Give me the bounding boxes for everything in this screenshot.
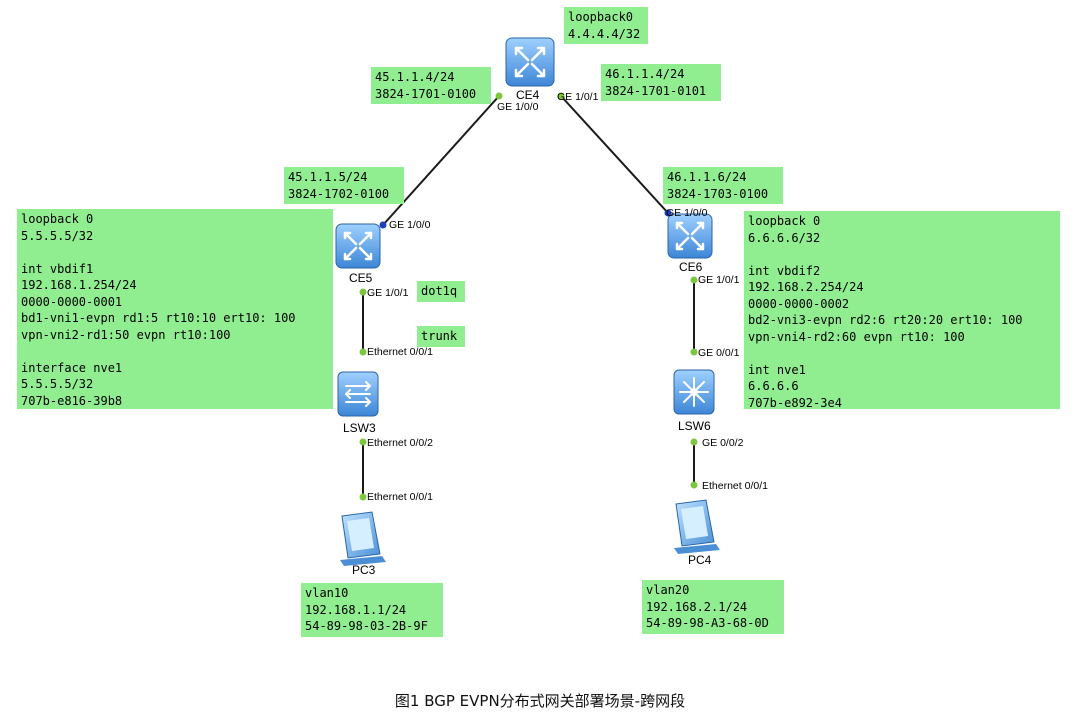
device-label-ce6: CE6 [679, 260, 703, 274]
device-label-pc4: PC4 [688, 553, 712, 567]
link-ce4-ce6 [560, 95, 669, 214]
note-line [748, 345, 1056, 362]
note-line: int vbdif1 [21, 261, 94, 276]
port-dot-lsw3-eth002 [359, 438, 367, 446]
note-pc4-info: vlan20 192.168.2.1/24 54-89-98-A3-68-0D [642, 580, 784, 634]
note-ce5-config: loopback 0 5.5.5.5/32 int vbdif1 192.168… [17, 209, 333, 409]
figure-caption: 图1 BGP EVPN分布式网关部署场景-跨网段 [394, 692, 686, 710]
note-trunk: trunk [417, 326, 465, 347]
port-dot-lsw6-ge002 [690, 438, 698, 446]
port-dot-ce6-ge101 [690, 276, 698, 284]
note-line: dot1q [421, 284, 458, 298]
port-dot-lsw6-ge001 [690, 348, 698, 356]
note-line: 5.5.5.5/32 [21, 377, 94, 391]
note-line: bd2-vni3-evpn rd2:6 rt20:20 ert10: 100 [748, 313, 1023, 327]
note-line: loopback 0 [21, 212, 94, 226]
note-ce6-config: loopback 0 6.6.6.6/32 int vbdif2 192.168… [744, 211, 1060, 410]
note-line: 707b-e816-39b8 [21, 393, 123, 408]
router-icon[interactable] [667, 213, 713, 259]
note-line [21, 343, 329, 360]
note-line: trunk [421, 329, 458, 343]
port-dot-lsw3-eth001 [359, 348, 367, 356]
note-line: 54-89-98-03-2B-9F [305, 619, 428, 633]
note-line: 707b-e892-3e4 [748, 395, 842, 410]
note-line: 46.1.1.6/24 [667, 170, 747, 184]
note-line: 192.168.1.1/24 [305, 602, 407, 617]
note-line: 45.1.1.5/24 [288, 170, 368, 184]
note-line: bd1-vni1-evpn rd1:5 rt10:10 ert10: 100 [21, 311, 296, 325]
note-line: interface nve1 [21, 360, 123, 375]
port-dots [359, 92, 698, 501]
port-dot-pc3-eth001 [359, 493, 367, 501]
device-label-ce4: CE4 [516, 88, 540, 102]
port-dot-ce4-ge100 [495, 92, 503, 100]
port-label-lsw3-eth002: Ethernet 0/0/2 [367, 437, 433, 449]
note-line: 192.168.2.254/24 [748, 280, 864, 294]
note-line: 3824-1701-0100 [375, 86, 477, 101]
note-line: 5.5.5.5/32 [21, 228, 94, 243]
port-label-lsw6-ge001: GE 0/0/1 [698, 347, 740, 359]
link-ce4-ce5 [382, 95, 500, 226]
note-dot1q: dot1q [417, 281, 465, 302]
note-line: vlan10 [305, 586, 349, 600]
router-icon[interactable] [505, 37, 555, 87]
note-line: 0000-0000-0002 [748, 296, 850, 311]
switch-icon[interactable] [673, 369, 715, 415]
note-line: 46.1.1.4/24 [605, 67, 685, 81]
note-line: 192.168.2.1/24 [646, 599, 748, 614]
note-line: 54-89-98-A3-68-0D [646, 616, 769, 630]
port-label-ce6-ge100: GE 1/0/0 [666, 207, 708, 219]
note-line [21, 244, 329, 261]
note-line: 192.168.1.254/24 [21, 278, 137, 292]
pc-icon[interactable] [340, 511, 386, 566]
port-label-pc3-eth001: Ethernet 0/0/1 [367, 491, 433, 503]
port-dot-ce4-ge101 [557, 92, 565, 100]
note-line: vpn-vni4-rd2:60 evpn rt10: 100 [748, 329, 965, 344]
note-line: vpn-vni2-rd1:50 evpn rt10:100 [21, 327, 231, 342]
device-label-lsw6: LSW6 [678, 419, 711, 433]
port-dot-pc4-eth001 [690, 481, 698, 489]
note-line: 0000-0000-0001 [21, 294, 123, 309]
note-line: 45.1.1.4/24 [375, 70, 455, 84]
note-ce4-ge100: 45.1.1.4/24 3824-1701-0100 [371, 67, 491, 104]
port-label-ce5-ge100: GE 1/0/0 [389, 219, 431, 231]
note-line: 6.6.6.6/32 [748, 230, 821, 245]
device-label-ce5: CE5 [349, 271, 373, 285]
note-line: vlan20 [646, 583, 690, 597]
note-line [748, 246, 1056, 263]
note-line: 3824-1702-0100 [288, 186, 390, 201]
note-line: loopback 0 [748, 214, 821, 228]
device-label-pc3: PC3 [352, 563, 376, 577]
port-label-ce5-ge101: GE 1/0/1 [367, 287, 409, 299]
pc-icon[interactable] [674, 499, 720, 554]
note-line: loopback0 [568, 10, 634, 24]
port-dot-ce5-ge100 [379, 221, 387, 229]
note-line: 3824-1703-0100 [667, 186, 769, 201]
port-label-ce4-ge101: GE 1/0/1 [557, 91, 599, 103]
device-label-lsw3: LSW3 [343, 421, 376, 435]
note-ce6-ge100: 46.1.1.6/24 3824-1703-0100 [663, 167, 783, 204]
router-icon[interactable] [335, 223, 381, 269]
note-line: 6.6.6.6 [748, 379, 799, 393]
port-label-ce6-ge101: GE 1/0/1 [698, 274, 740, 286]
note-line: int vbdif2 [748, 263, 821, 278]
port-dot-ce6-ge100 [664, 209, 672, 217]
note-pc3-info: vlan10 192.168.1.1/24 54-89-98-03-2B-9F [301, 583, 443, 637]
note-ce4-loopback: loopback0 4.4.4.4/32 [564, 7, 648, 44]
note-line: 3824-1701-0101 [605, 83, 707, 98]
port-label-pc4-eth001: Ethernet 0/0/1 [702, 480, 768, 492]
note-line: int nve1 [748, 362, 806, 377]
switch-icon[interactable] [337, 371, 379, 417]
note-line: 4.4.4.4/32 [568, 26, 641, 41]
port-label-ce4-ge100: GE 1/0/0 [497, 101, 539, 113]
note-ce4-ge101: 46.1.1.4/24 3824-1701-0101 [601, 64, 721, 101]
port-label-lsw3-eth001: Ethernet 0/0/1 [367, 346, 433, 358]
port-label-lsw6-ge002: GE 0/0/2 [702, 437, 744, 449]
port-dot-ce5-ge101 [359, 288, 367, 296]
note-ce5-ge100: 45.1.1.5/24 3824-1702-0100 [284, 167, 404, 204]
